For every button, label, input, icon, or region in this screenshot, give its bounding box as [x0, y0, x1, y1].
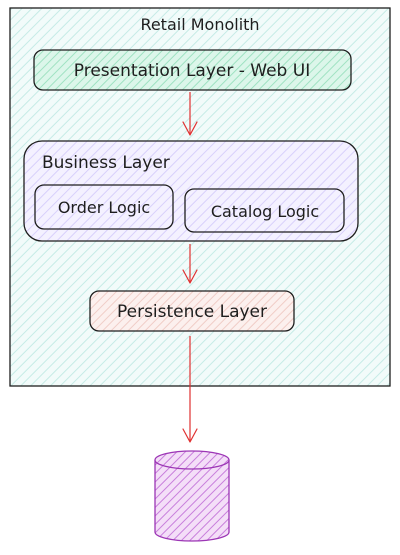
presentation-layer-label: Presentation Layer - Web UI	[74, 61, 310, 81]
catalog-logic-node[interactable]: Catalog Logic	[184, 188, 345, 233]
persistence-layer-label: Persistence Layer	[117, 302, 267, 322]
presentation-layer-node[interactable]: Presentation Layer - Web UI	[33, 49, 352, 91]
order-logic-label: Order Logic	[58, 198, 150, 217]
order-logic-node[interactable]: Order Logic	[34, 184, 174, 230]
arrow-presentation-to-business	[182, 92, 198, 136]
business-layer-title: Business Layer	[42, 153, 170, 173]
catalog-logic-label: Catalog Logic	[211, 202, 319, 221]
arrow-business-to-persistence	[182, 244, 198, 284]
container-title: Retail Monolith	[140, 15, 259, 34]
persistence-layer-node[interactable]: Persistence Layer	[89, 290, 295, 332]
database-cylinder-icon[interactable]	[154, 450, 230, 542]
arrow-persistence-to-database	[182, 336, 198, 443]
